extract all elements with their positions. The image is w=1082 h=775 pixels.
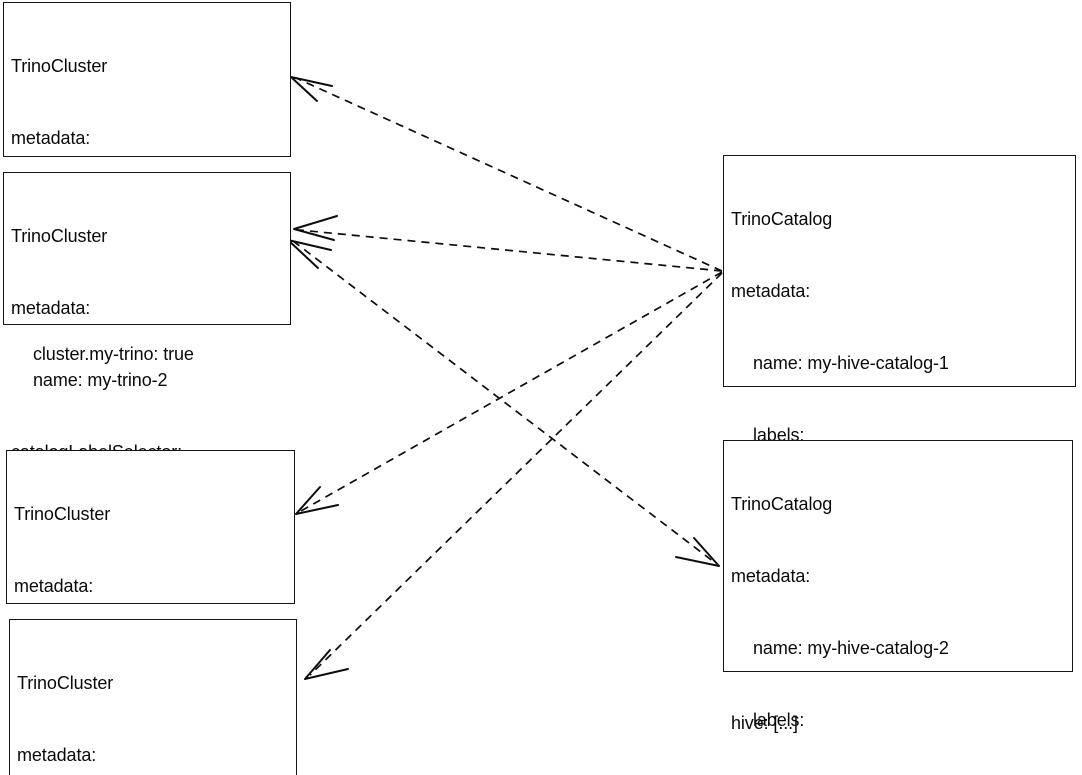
line-kind: TrinoCluster bbox=[11, 226, 108, 246]
line-name: name: my-hive-catalog-2 bbox=[753, 638, 949, 658]
node-catalog-my-hive-catalog-2[interactable]: TrinoCatalog metadata: name: my-hive-cat… bbox=[723, 440, 1073, 730]
line-hive: hive: [...] bbox=[731, 713, 798, 733]
edge-catalog1-to-my-trino-blue bbox=[300, 271, 723, 512]
arrowhead-my-trino-2-a bbox=[293, 215, 338, 241]
line-kind: TrinoCluster bbox=[14, 504, 111, 524]
edge-catalog1-to-my-trino-2 bbox=[298, 229, 723, 272]
line-selector-value: cluster.my-trino: true bbox=[33, 344, 194, 364]
node-cluster-my-trino-green-text: TrinoCluster metadata: name: my-trino-gr… bbox=[17, 623, 209, 775]
edge-my-trino-2-to-catalog2 bbox=[292, 240, 715, 563]
line-metadata: metadata: bbox=[731, 566, 811, 586]
node-cluster-my-trino-blue[interactable]: TrinoCluster metadata: name: my-trino-bl… bbox=[6, 450, 295, 740]
arrowhead-catalog2 bbox=[675, 537, 720, 567]
arrowhead-my-trino-green bbox=[304, 649, 349, 680]
line-metadata: metadata: bbox=[17, 745, 97, 765]
node-cluster-my-trino[interactable]: TrinoCluster metadata: name: my-trino ca… bbox=[3, 2, 291, 364]
line-kind: TrinoCluster bbox=[11, 56, 108, 76]
line-kind: TrinoCluster bbox=[17, 673, 114, 693]
node-catalog-my-hive-catalog-1[interactable]: TrinoCatalog metadata: name: my-hive-cat… bbox=[723, 155, 1076, 733]
node-cluster-my-trino-2[interactable]: TrinoCluster metadata: name: my-trino-2 … bbox=[3, 172, 291, 534]
edge-catalog1-to-my-trino bbox=[295, 77, 723, 272]
edge-catalog1-to-my-trino-green bbox=[309, 272, 723, 676]
line-metadata: metadata: bbox=[11, 128, 91, 148]
line-metadata: metadata: bbox=[731, 281, 811, 301]
line-kind: TrinoCatalog bbox=[731, 209, 833, 229]
line-labels: labels: bbox=[753, 710, 805, 730]
node-cluster-my-trino-green[interactable]: TrinoCluster metadata: name: my-trino-gr… bbox=[9, 619, 297, 775]
line-name: name: my-trino-2 bbox=[33, 370, 168, 390]
line-name: name: my-hive-catalog-1 bbox=[753, 353, 949, 373]
arrowhead-my-trino bbox=[290, 76, 333, 102]
node-catalog-2-text: TrinoCatalog metadata: name: my-hive-cat… bbox=[731, 444, 952, 775]
line-kind: TrinoCatalog bbox=[731, 494, 833, 514]
arrowhead-my-trino-blue bbox=[295, 486, 339, 515]
line-metadata: metadata: bbox=[14, 576, 94, 596]
arrowhead-my-trino-2-b bbox=[287, 239, 332, 269]
line-metadata: metadata: bbox=[11, 298, 91, 318]
